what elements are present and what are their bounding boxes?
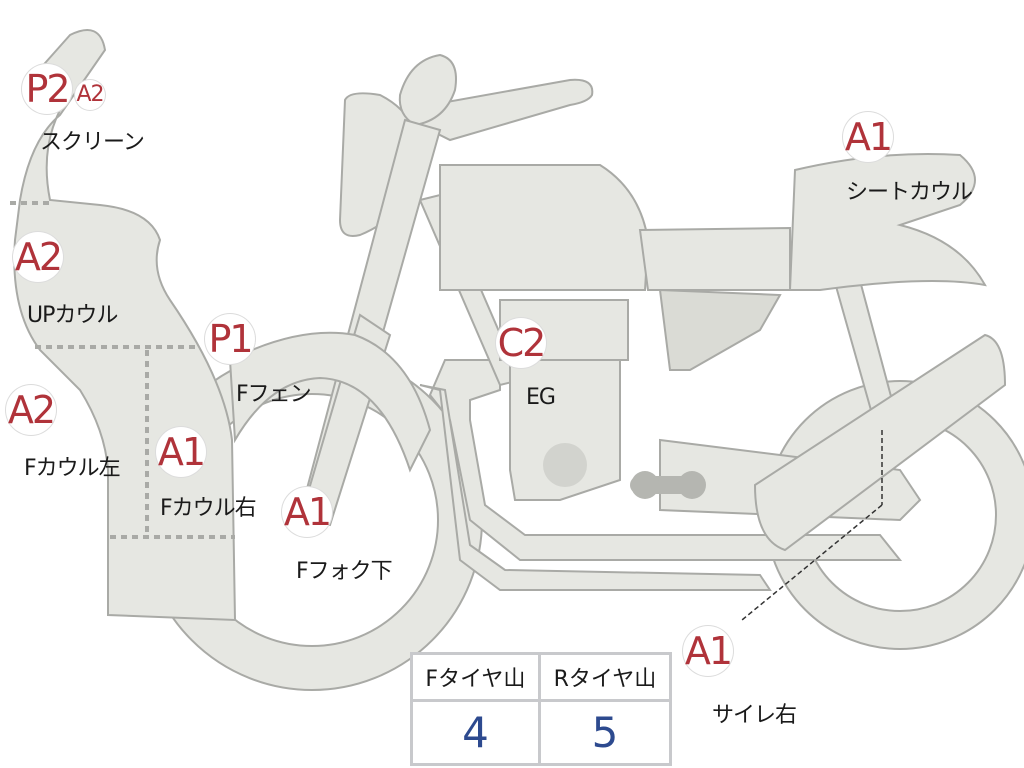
side-cover xyxy=(658,288,782,371)
f-fender-label: Fフェン xyxy=(236,382,312,407)
up-cowl-grade-badge: A2 xyxy=(13,232,63,282)
handlebar xyxy=(418,78,594,142)
silencer-right-label: サイレ右 xyxy=(712,703,797,728)
f-cowl-left-grade-badge: A2 xyxy=(6,385,56,435)
up-cowl-label: UPカウル xyxy=(27,303,118,328)
f-cowl-right-label: Fカウル右 xyxy=(160,496,257,521)
tire-tread-table: Fタイヤ山 Rタイヤ山 4 5 xyxy=(410,652,673,766)
screen-secondary-grade-badge: A2 xyxy=(75,80,105,110)
silencer xyxy=(753,333,1007,552)
seat-cowl-label: シートカウル xyxy=(846,180,973,205)
seat xyxy=(638,226,791,291)
f-fender-grade-badge: P1 xyxy=(205,314,255,364)
silencer-right-grade-badge: A1 xyxy=(683,626,733,676)
seat-cowl-shape xyxy=(788,153,987,291)
front-tire-value: 4 xyxy=(410,699,541,766)
f-cowl-left-label: Fカウル左 xyxy=(24,456,121,481)
rear-tire-value: 5 xyxy=(537,699,673,766)
front-tire-header: Fタイヤ山 xyxy=(410,652,541,702)
silencer-leader-line xyxy=(741,430,883,621)
engine-grade-badge: C2 xyxy=(496,318,546,368)
front-fender xyxy=(228,331,432,473)
rear-tire-header: Rタイヤ山 xyxy=(537,652,673,702)
mirror xyxy=(398,53,457,127)
screen-grade-badge: P2 xyxy=(22,64,72,114)
seat-cowl-grade-badge: A1 xyxy=(843,112,893,162)
screen-label: スクリーン xyxy=(40,130,145,155)
engine-label: EG xyxy=(526,385,556,410)
f-cowl-right-grade-badge: A1 xyxy=(156,427,206,477)
fuel-tank xyxy=(439,164,650,291)
f-fork-lower-grade-badge: A1 xyxy=(282,487,332,537)
f-fork-lower-label: Fフォク下 xyxy=(296,559,393,584)
